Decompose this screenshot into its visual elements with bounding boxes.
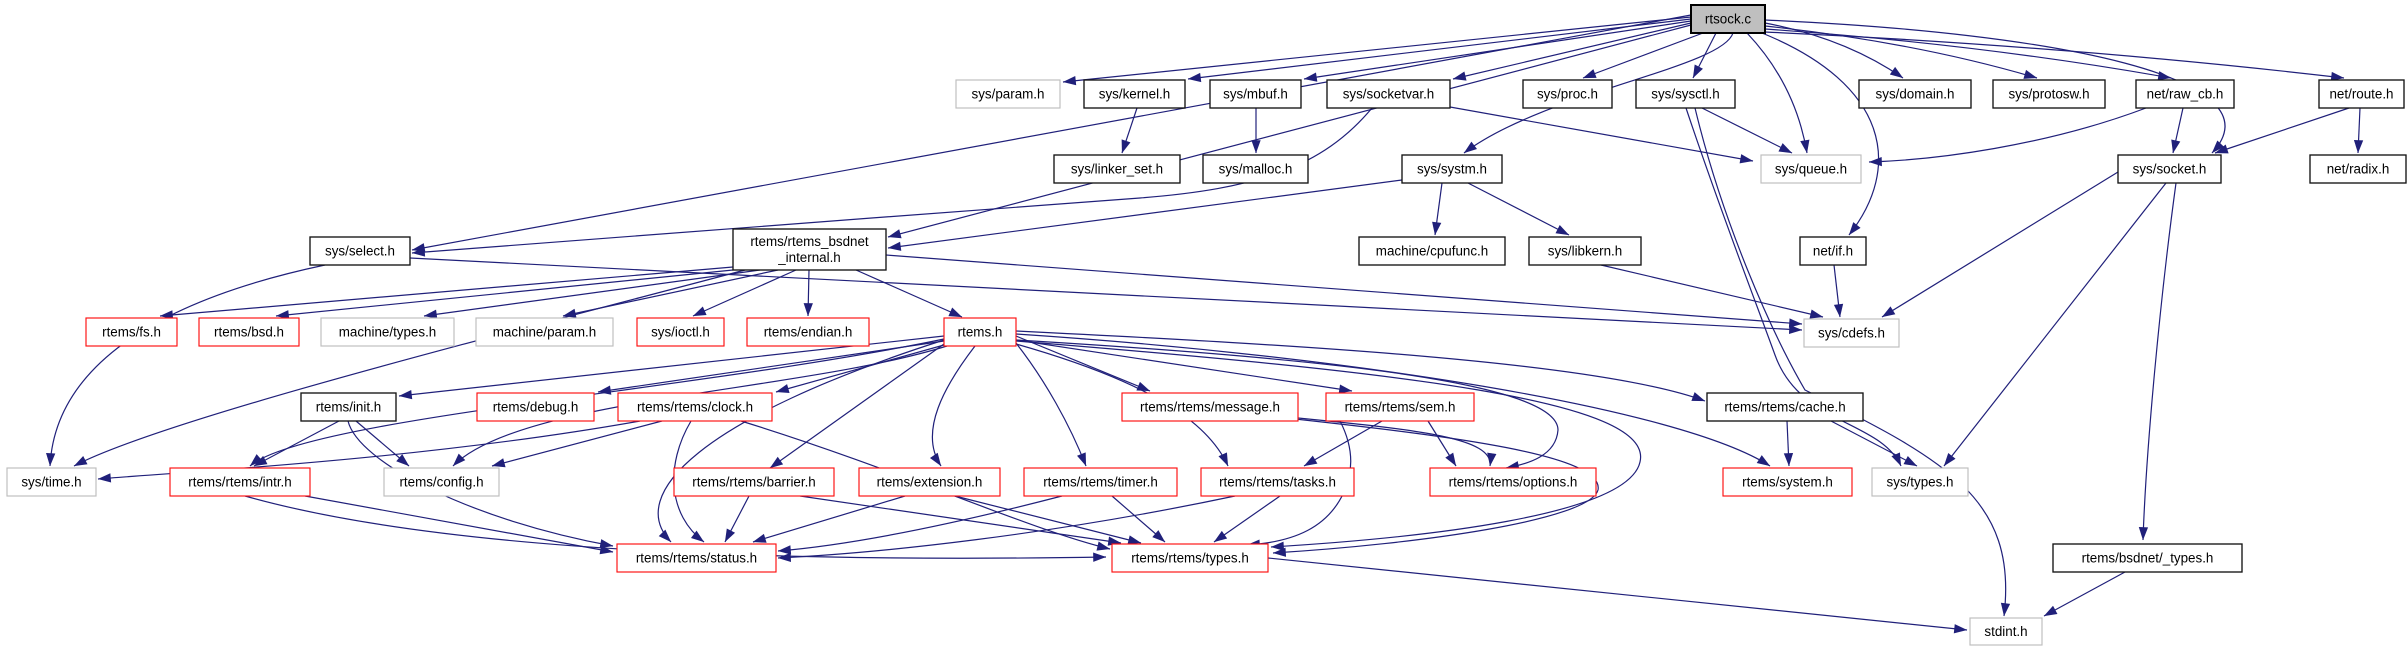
svg-text:net/if.h: net/if.h	[1813, 244, 1853, 259]
svg-text:sys/linker_set.h: sys/linker_set.h	[1071, 162, 1163, 177]
svg-text:sys/types.h: sys/types.h	[1887, 475, 1954, 490]
svg-text:rtems/system.h: rtems/system.h	[1742, 475, 1833, 490]
svg-text:net/raw_cb.h: net/raw_cb.h	[2147, 87, 2224, 102]
svg-text:sys/protosw.h: sys/protosw.h	[2008, 87, 2089, 102]
svg-text:rtems/rtems/types.h: rtems/rtems/types.h	[1131, 551, 1249, 566]
svg-text:sys/libkern.h: sys/libkern.h	[1548, 244, 1622, 259]
svg-text:rtsock.c: rtsock.c	[1705, 12, 1751, 27]
svg-text:sys/socketvar.h: sys/socketvar.h	[1343, 87, 1435, 102]
svg-text:sys/systm.h: sys/systm.h	[1417, 162, 1487, 177]
svg-text:sys/kernel.h: sys/kernel.h	[1099, 87, 1170, 102]
svg-text:rtems/rtems/cache.h: rtems/rtems/cache.h	[1724, 400, 1845, 415]
svg-text:sys/ioctl.h: sys/ioctl.h	[651, 325, 710, 340]
svg-text:sys/domain.h: sys/domain.h	[1876, 87, 1955, 102]
svg-text:machine/cpufunc.h: machine/cpufunc.h	[1376, 244, 1488, 259]
svg-text:rtems/rtems/intr.h: rtems/rtems/intr.h	[188, 475, 291, 490]
svg-text:rtems/init.h: rtems/init.h	[316, 400, 381, 415]
svg-text:sys/param.h: sys/param.h	[972, 87, 1045, 102]
svg-text:stdint.h: stdint.h	[1984, 624, 2027, 639]
svg-text:sys/proc.h: sys/proc.h	[1537, 87, 1598, 102]
svg-text:rtems/debug.h: rtems/debug.h	[493, 400, 579, 415]
svg-text:sys/select.h: sys/select.h	[325, 244, 395, 259]
svg-text:sys/malloc.h: sys/malloc.h	[1219, 162, 1293, 177]
svg-text:sys/queue.h: sys/queue.h	[1775, 162, 1847, 177]
svg-text:rtems/fs.h: rtems/fs.h	[102, 325, 161, 340]
svg-text:_internal.h: _internal.h	[777, 250, 841, 265]
svg-text:net/radix.h: net/radix.h	[2327, 162, 2390, 177]
svg-text:sys/time.h: sys/time.h	[21, 475, 81, 490]
svg-text:sys/sysctl.h: sys/sysctl.h	[1651, 87, 1719, 102]
svg-text:machine/types.h: machine/types.h	[339, 325, 437, 340]
svg-text:rtems.h: rtems.h	[958, 325, 1003, 340]
svg-text:sys/socket.h: sys/socket.h	[2133, 162, 2207, 177]
svg-text:rtems/config.h: rtems/config.h	[399, 475, 483, 490]
svg-text:rtems/rtems/status.h: rtems/rtems/status.h	[636, 551, 757, 566]
svg-text:rtems/bsdnet/_types.h: rtems/bsdnet/_types.h	[2082, 551, 2214, 566]
svg-text:rtems/rtems/sem.h: rtems/rtems/sem.h	[1345, 400, 1456, 415]
svg-text:rtems/rtems/clock.h: rtems/rtems/clock.h	[637, 400, 753, 415]
svg-text:rtems/bsd.h: rtems/bsd.h	[214, 325, 284, 340]
svg-text:machine/param.h: machine/param.h	[493, 325, 596, 340]
svg-text:net/route.h: net/route.h	[2329, 87, 2393, 102]
svg-text:rtems/rtems_bsdnet: rtems/rtems_bsdnet	[750, 234, 869, 249]
svg-text:rtems/extension.h: rtems/extension.h	[877, 475, 983, 490]
svg-text:sys/mbuf.h: sys/mbuf.h	[1223, 87, 1288, 102]
svg-text:rtems/rtems/timer.h: rtems/rtems/timer.h	[1043, 475, 1158, 490]
svg-text:rtems/endian.h: rtems/endian.h	[764, 325, 853, 340]
svg-text:rtems/rtems/message.h: rtems/rtems/message.h	[1140, 400, 1280, 415]
svg-text:rtems/rtems/tasks.h: rtems/rtems/tasks.h	[1219, 475, 1336, 490]
svg-text:rtems/rtems/options.h: rtems/rtems/options.h	[1449, 475, 1578, 490]
svg-text:rtems/rtems/barrier.h: rtems/rtems/barrier.h	[692, 475, 816, 490]
svg-text:sys/cdefs.h: sys/cdefs.h	[1818, 326, 1885, 341]
